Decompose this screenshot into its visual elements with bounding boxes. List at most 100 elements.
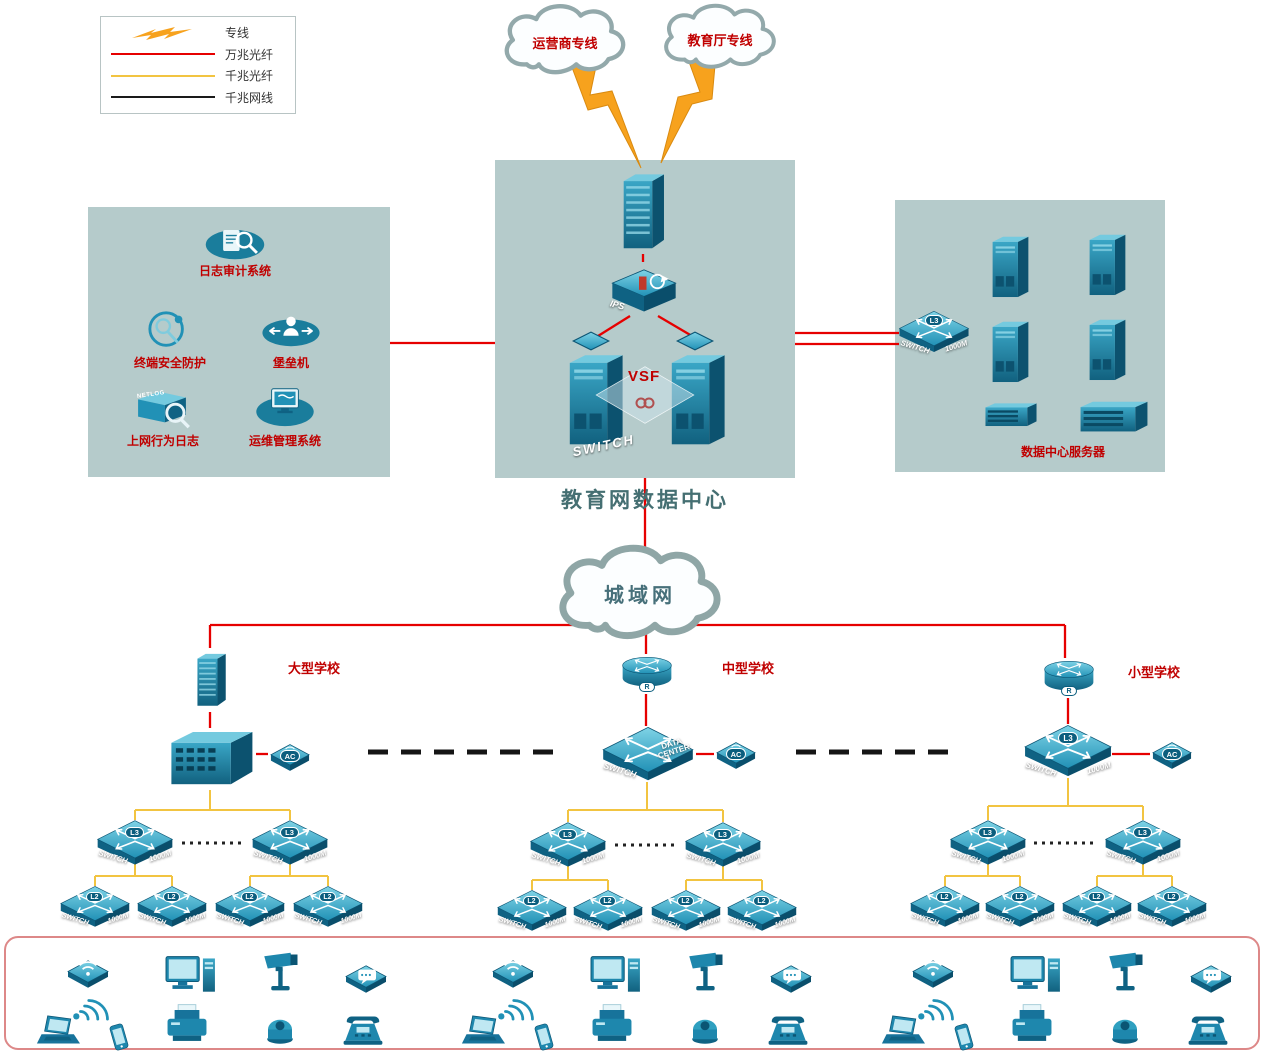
desktop-pc-icon	[160, 952, 220, 1000]
l3-switch: L3 SWITCH 1000M	[1103, 818, 1183, 866]
l3-switch: L3 SWITCH 1000M	[250, 818, 330, 866]
ops-management-icon	[255, 388, 315, 427]
router-badge: R	[1061, 686, 1077, 696]
yellow-line-swatch	[111, 74, 215, 77]
switch-cap-icon	[676, 331, 714, 351]
ops-management	[254, 384, 316, 428]
server-panel-caption: 数据中心服务器	[1020, 445, 1105, 459]
server-icon	[992, 321, 1029, 383]
legend-row-1g-cable: 千兆网线	[111, 89, 285, 106]
dc-rack-switch	[1076, 396, 1152, 438]
l2-badge: L2	[936, 892, 953, 902]
firewall-icon	[197, 653, 226, 706]
smartphone-icon	[940, 1020, 988, 1054]
l3-badge: L3	[558, 829, 577, 840]
core-firewall	[612, 166, 674, 260]
l3-badge: L3	[713, 829, 732, 840]
printer-icon	[583, 1002, 641, 1048]
carrier-cloud-label: 运营商专线	[532, 35, 598, 51]
bastion-icon	[261, 315, 321, 348]
smartphone-icon	[95, 1020, 143, 1054]
black-line-swatch	[111, 96, 215, 99]
chat-terminal-icon	[763, 955, 819, 995]
l2-switch: L2 SWITCH 1000M	[1135, 884, 1209, 928]
l2-badge: L2	[599, 896, 616, 906]
dc-server-4	[1082, 313, 1130, 383]
desktop-pc-icon	[585, 952, 645, 1000]
ptz-camera-icon	[677, 948, 733, 996]
ptz-camera-icon	[252, 948, 308, 996]
l3-switch: L3 SWITCH 1000M	[95, 818, 175, 866]
l3-badge: L3	[280, 827, 299, 838]
l2-switch: L2 SWITCH 1000M	[983, 884, 1057, 928]
terminal-security	[140, 308, 198, 352]
legend: 专线 万兆光纤 千兆光纤 千兆网线	[100, 16, 296, 114]
man-cloud-label: 城域网	[604, 584, 676, 607]
large-school-core-switch	[166, 726, 256, 792]
education-cloud-label: 教育厅专线	[687, 32, 753, 48]
l3-badge: L3	[125, 827, 144, 838]
ops-management-label: 运维管理系统	[248, 434, 321, 448]
router-badge: R	[639, 682, 655, 692]
education-cloud: 教育厅专线	[642, 0, 798, 74]
log-audit-label: 日志审计系统	[198, 264, 271, 278]
l2-badge: L2	[163, 892, 180, 902]
bastion-host	[260, 310, 322, 350]
legend-label-10g: 万兆光纤	[225, 47, 274, 62]
rack-icon	[1080, 401, 1148, 432]
l2-badge: L2	[1088, 892, 1105, 902]
telephone-icon	[759, 1010, 817, 1052]
desktop-pc-icon	[1005, 952, 1065, 1000]
laptop-icon	[30, 1012, 90, 1052]
l2-switch: L2 SWITCH 1000M	[649, 888, 723, 932]
netlog-label: 上网行为日志	[126, 434, 199, 448]
l2-switch: L2 SWITCH 1000M	[135, 884, 209, 928]
dc-storage-device	[982, 398, 1040, 432]
small-school-core-switch: L3 SWITCH 1000M	[1022, 722, 1114, 778]
l3-badge: L3	[1058, 732, 1078, 744]
small-school-ac: AC	[1150, 738, 1194, 772]
terminal-security-label: 终端安全防护	[133, 356, 206, 370]
printer-icon	[1003, 1002, 1061, 1048]
terminal-security-icon	[148, 311, 184, 347]
lightning-icon	[132, 26, 192, 40]
legend-label-dedicated: 专线	[225, 26, 250, 41]
carrier-cloud: 运营商专线	[486, 0, 644, 80]
dc-server-2	[1082, 228, 1130, 298]
endpoint-devices-box	[4, 936, 1260, 1050]
log-audit-icon	[204, 228, 266, 261]
ptz-camera-icon	[1097, 948, 1153, 996]
small-school-router: R	[1040, 656, 1098, 698]
telephone-icon	[334, 1010, 392, 1052]
l3-switch: L3 SWITCH 1000M	[528, 820, 608, 868]
bastion-label: 堡垒机	[272, 356, 309, 370]
dc-server-1	[985, 230, 1033, 300]
l3-badge: L3	[925, 315, 943, 326]
vsf-label: VSF	[628, 368, 661, 385]
switch-cap-icon	[572, 331, 610, 351]
red-line-swatch	[111, 53, 215, 56]
legend-row-1g-fiber: 千兆光纤	[111, 67, 285, 84]
man-cloud: 城域网	[532, 540, 748, 646]
datacenter-caption: 教育网数据中心	[561, 488, 729, 512]
server-icon	[992, 236, 1029, 298]
medium-school-ac: AC	[714, 738, 758, 772]
l3-badge: L3	[1133, 827, 1152, 838]
large-school-ac: AC	[268, 740, 312, 774]
netlog-device: NETLOG	[130, 386, 194, 430]
l2-badge: L2	[677, 896, 694, 906]
laptop-icon	[875, 1012, 935, 1052]
l2-badge: L2	[523, 896, 540, 906]
dome-camera-icon	[256, 1006, 304, 1050]
stack-link-icon	[635, 397, 655, 409]
server-icon	[1089, 234, 1126, 296]
l2-switch: L2 SWITCH 1000M	[725, 888, 799, 932]
ips-device: IPS	[604, 260, 684, 318]
wireless-ap-icon	[487, 950, 539, 990]
printer-icon	[158, 1002, 216, 1048]
legend-label-1g-fiber: 千兆光纤	[225, 69, 274, 84]
ac-badge: AC	[726, 748, 746, 760]
legend-row-10g: 万兆光纤	[111, 46, 285, 63]
small-school-label: 小型学校	[1128, 665, 1181, 680]
